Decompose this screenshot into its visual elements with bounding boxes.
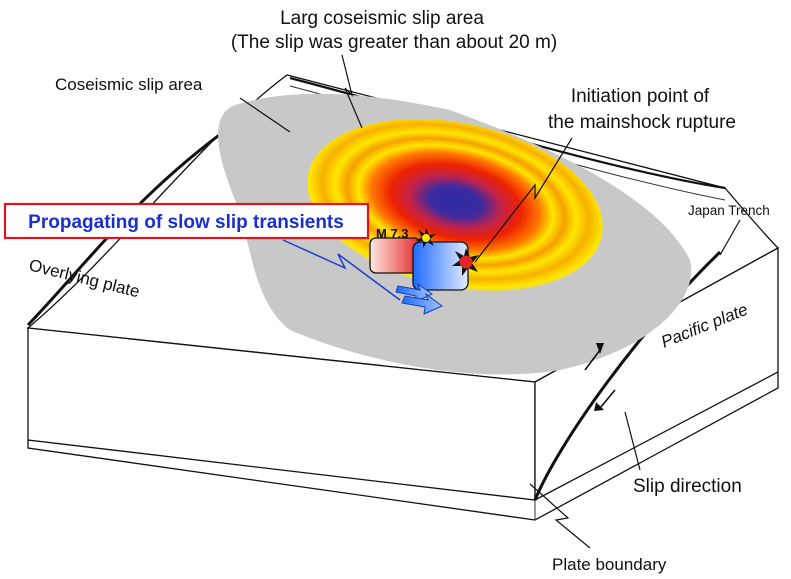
magnitude-label: M 7.3 xyxy=(376,226,409,241)
large-slip-label-1: Larg coseismic slip area xyxy=(280,8,484,29)
coseismic-label: Coseismic slip area xyxy=(55,75,203,94)
plate-boundary-label: Plate boundary xyxy=(552,555,667,574)
slip-direction-label: Slip direction xyxy=(633,476,742,497)
large-slip-leader xyxy=(341,54,363,129)
slow-slip-arrow-1 xyxy=(395,282,433,303)
initiation-label-1: Initiation point of xyxy=(571,86,710,107)
initiation-leader xyxy=(474,137,573,263)
coseismic-leader xyxy=(239,97,291,133)
japan-trench-leader xyxy=(719,219,741,256)
slow-slip-leader xyxy=(282,239,401,301)
mainshock-starburst-icon xyxy=(452,248,479,276)
m73-starburst-icon xyxy=(416,228,436,248)
plate-boundary-leader xyxy=(529,483,591,549)
slip-direction-arrow-up-icon xyxy=(584,343,604,371)
initiation-label-2: the mainshock rupture xyxy=(548,112,736,133)
slip-direction-arrow-down-icon xyxy=(594,389,616,411)
slip-direction-leader xyxy=(624,411,641,471)
large-slip-label-2: (The slip was greater than about 20 m) xyxy=(231,32,557,53)
slow-slip-arrow-2 xyxy=(401,292,443,315)
propagating-callout-text: Propagating of slow slip transients xyxy=(28,212,344,233)
japan-trench-label: Japan Trench xyxy=(688,203,770,218)
propagating-callout-box xyxy=(3,202,370,240)
